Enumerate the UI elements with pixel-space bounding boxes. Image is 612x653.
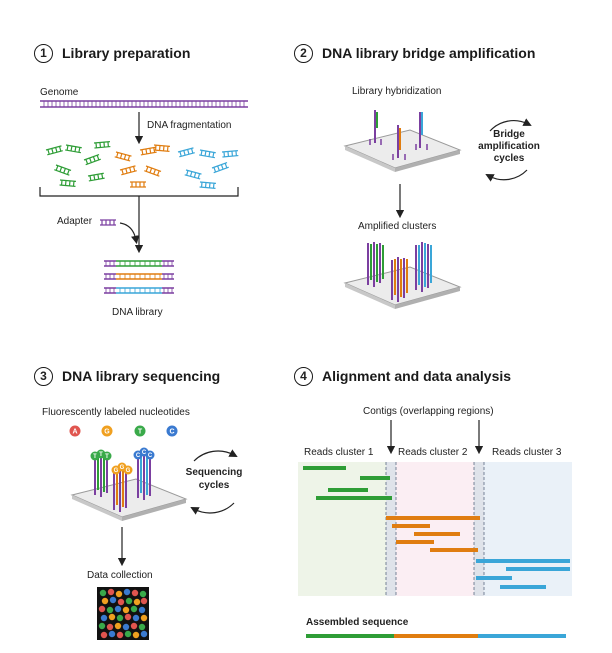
panel-3-title: DNA library sequencing <box>62 368 221 384</box>
sequencing-cycles-label-line2: cycles <box>198 480 230 491</box>
dna-library-label: DNA library <box>112 307 163 318</box>
svg-text:A: A <box>72 429 77 436</box>
nucleotide-G-icon: G <box>101 425 113 437</box>
svg-text:C: C <box>148 453 153 459</box>
sequencing-cycles-label-line1: Sequencing <box>185 467 243 478</box>
bridge-cycles-label-line3: cycles <box>493 153 525 164</box>
reads-cluster-3 <box>476 559 570 589</box>
svg-text:G: G <box>126 468 131 474</box>
panel-2-title: DNA library bridge amplification <box>322 45 536 61</box>
panel-4-title: Alignment and data analysis <box>322 368 512 384</box>
svg-text:C: C <box>142 450 147 456</box>
dna-fragments <box>45 141 239 189</box>
reads-background <box>298 462 572 596</box>
fluorescent-nucleotides-label: Fluorescently labeled nucleotides <box>42 407 190 418</box>
sequencing-clusters <box>94 453 151 512</box>
dna-library-strands <box>104 260 174 294</box>
step-2-number: 2 <box>294 44 313 63</box>
assembled-sequence-label: Assembled sequence <box>306 617 409 628</box>
reads-cluster-3-label: Reads cluster 3 <box>492 447 562 458</box>
nucleotide-T-icon: T <box>134 425 146 437</box>
reads-cluster-2 <box>386 516 480 552</box>
svg-text:G: G <box>104 429 110 436</box>
svg-text:T: T <box>99 452 103 458</box>
svg-text:T: T <box>138 429 143 436</box>
genome-strand <box>40 100 248 108</box>
step-4-number: 4 <box>294 367 313 386</box>
reads-cluster-1-label: Reads cluster 1 <box>304 447 374 458</box>
reads-cluster-2-label: Reads cluster 2 <box>398 447 468 458</box>
step-3-number: 3 <box>34 367 53 386</box>
genome-label: Genome <box>40 87 79 98</box>
svg-text:T: T <box>105 454 109 460</box>
data-collection-label: Data collection <box>87 570 153 581</box>
svg-text:T: T <box>93 454 97 460</box>
amplified-clusters-label: Amplified clusters <box>358 221 437 232</box>
fluorescence-image <box>97 587 149 640</box>
sequencing-cycle-arrows-icon <box>190 449 238 515</box>
dna-fragmentation-label: DNA fragmentation <box>147 120 232 131</box>
adapter-label: Adapter <box>57 216 93 227</box>
library-hybridization-label: Library hybridization <box>352 86 442 97</box>
amplified-clusters <box>367 242 432 302</box>
contigs-label: Contigs (overlapping regions) <box>363 406 494 417</box>
step-1-number: 1 <box>34 44 53 63</box>
bridge-cycles-label-line1: Bridge <box>493 129 525 140</box>
flow-cell-bottom <box>343 266 462 309</box>
hybridized-strands <box>369 110 428 160</box>
labeled-nucleotides-on-clusters: T T T G G G C C C <box>90 447 155 475</box>
panel-1-title: Library preparation <box>62 45 191 61</box>
reads-cluster-1 <box>303 466 392 500</box>
fragments-bracket <box>39 187 239 197</box>
adapter-arrow <box>119 222 140 245</box>
nucleotide-A-icon: A <box>69 425 81 437</box>
svg-text:C: C <box>136 453 141 459</box>
svg-text:C: C <box>169 429 174 436</box>
flow-cell-top <box>343 129 462 172</box>
bridge-cycles-label-line2: amplification <box>478 141 540 152</box>
nucleotide-C-icon: C <box>166 425 178 437</box>
svg-text:G: G <box>114 468 119 474</box>
sequencing-flow-cell <box>70 478 188 521</box>
adapter-glyph <box>100 219 116 226</box>
svg-text:G: G <box>120 465 125 471</box>
bridge-cycle-arrows-icon <box>485 118 532 182</box>
